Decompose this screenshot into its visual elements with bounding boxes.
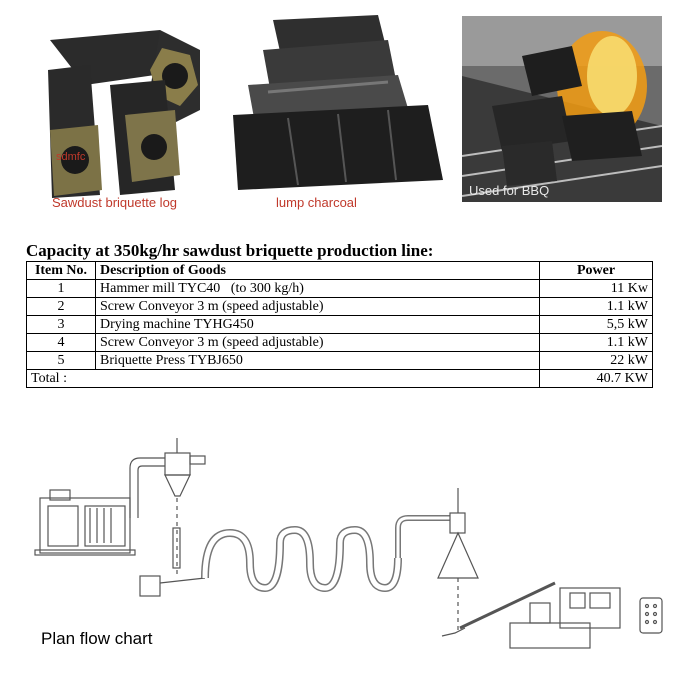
power-cell: 5,5 kW [539,315,653,334]
item-no-cell: 4 [26,333,96,352]
table-row: 4 Screw Conveyor 3 m (speed adjustable) … [26,333,653,352]
brand-stamp: sdmfc [56,151,86,163]
power-cell: 11 Kw [539,279,653,298]
table-header-row: Item No. Description of Goods Power [26,261,653,280]
plan-flow-chart-diagram [30,438,670,663]
lump-charcoal-photo [228,10,458,195]
description-cell: Screw Conveyor 3 m (speed adjustable) [95,297,540,316]
power-header: Power [539,261,653,280]
description-cell: Drying machine TYHG450 [95,315,540,334]
briquette-press-drawing [509,587,621,649]
sawdust-briquette-caption: Sawdust briquette log [52,195,178,210]
lump-charcoal-caption: lump charcoal [276,195,357,210]
hammer-mill-drawing [34,489,136,556]
total-label: Total : [26,369,540,388]
bbq-photo [462,16,662,202]
control-cabinet-drawing [639,597,663,634]
total-power: 40.7 KW [539,369,653,388]
table-row: 5 Briquette Press TYBJ650 22 kW [26,351,653,370]
power-cell: 22 kW [539,351,653,370]
capacity-heading: Capacity at 350kg/hr sawdust briquette p… [26,241,434,260]
description-cell: Briquette Press TYBJ650 [95,351,540,370]
item-no-cell: 3 [26,315,96,334]
bbq-caption: Used for BBQ [469,183,550,198]
table-row: 3 Drying machine TYHG450 5,5 kW [26,315,653,334]
sawdust-briquette-photo: sdmfc [40,10,210,210]
power-cell: 1.1 kW [539,297,653,316]
table-row: 1 Hammer mill TYC40 (to 300 kg/h) 11 Kw [26,279,653,298]
cyclone-drawing [164,438,206,497]
description-cell: Screw Conveyor 3 m (speed adjustable) [95,333,540,352]
item-no-header: Item No. [26,261,96,280]
description-header: Description of Goods [95,261,540,280]
plan-flow-chart-label: Plan flow chart [41,629,153,648]
description-cell: Hammer mill TYC40 (to 300 kg/h) [95,279,540,298]
item-no-cell: 5 [26,351,96,370]
item-no-cell: 1 [26,279,96,298]
total-row: Total : 40.7 KW [26,369,653,388]
table-row: 2 Screw Conveyor 3 m (speed adjustable) … [26,297,653,316]
goods-table: Item No. Description of Goods Power 1 Ha… [26,261,653,388]
second-cyclone-drawing [437,488,479,579]
power-cell: 1.1 kW [539,333,653,352]
item-no-cell: 2 [26,297,96,316]
